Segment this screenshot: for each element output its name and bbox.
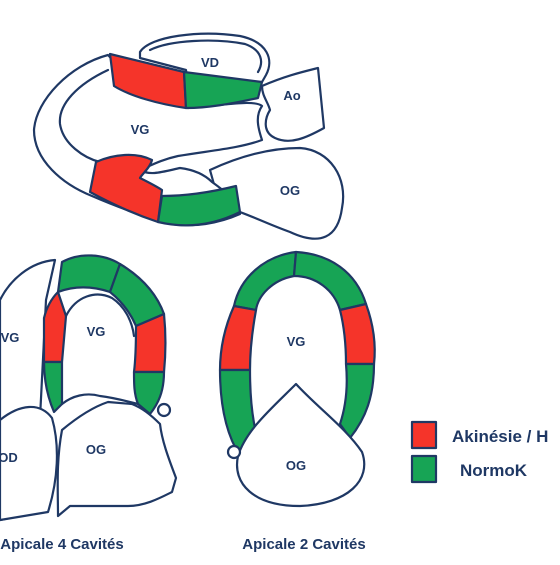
- label-ao: Ao: [283, 88, 300, 103]
- label-a4c-vg: VG: [87, 324, 106, 339]
- a4c-segment-septal-basal: [42, 360, 64, 414]
- legend-label-akinesia: Akinésie / H: [452, 427, 548, 446]
- label-og-top: OG: [280, 183, 300, 198]
- a2c-segment-inferior-mid: [218, 304, 258, 372]
- a4c-small-nub: [156, 402, 172, 418]
- a4c-segment-septal-apical: [56, 254, 122, 294]
- label-a2c-og: OG: [286, 458, 306, 473]
- a4c-ra-outline: [0, 405, 59, 522]
- label-a4c-vg-left: VG: [1, 330, 20, 345]
- label-vg-top: VG: [131, 122, 150, 137]
- rv-inner-line: [148, 39, 263, 74]
- label-a2c-vg: VG: [287, 334, 306, 349]
- a4c-valve-line: [60, 393, 140, 406]
- segment-inferolateral-basal: [156, 184, 242, 227]
- a4c-segment-septal-mid: [42, 290, 68, 364]
- apical-two-chamber-view: VG OG Apicale 2 Cavités: [218, 250, 376, 553]
- a2c-segment-apical-right: [292, 250, 368, 312]
- parasternal-long-axis-view: VD Ao VG OG: [32, 32, 345, 240]
- a4c-segment-lateral-basal: [132, 370, 166, 416]
- la-outline: [208, 146, 345, 240]
- legend-swatch-akinesia: [410, 420, 438, 450]
- aorta-outline: [260, 66, 326, 142]
- legend-swatch-normok: [410, 454, 438, 484]
- a2c-segment-anterior-basal: [338, 362, 376, 440]
- a2c-small-nub: [226, 444, 242, 460]
- a4c-la-outline: [56, 400, 178, 518]
- label-a4c-od: OD: [0, 450, 18, 465]
- a2c-segment-apical-left: [232, 250, 298, 312]
- a2c-segment-anterior-mid: [338, 302, 376, 366]
- a2c-la-outline: [235, 382, 366, 508]
- label-vd: VD: [201, 55, 219, 70]
- caption-a4c: Apicale 4 Cavités: [0, 536, 123, 553]
- legend-label-normok: NormoK: [460, 461, 528, 480]
- a4c-lv-inner: [64, 293, 136, 338]
- legend: Akinésie / H NormoK: [410, 420, 548, 484]
- segment-anteroseptal-mid: [182, 70, 264, 110]
- caption-a2c: Apicale 2 Cavités: [242, 536, 365, 553]
- lv-septum-line: [58, 68, 110, 164]
- apical-four-chamber-view: VG VG OD OG Apicale 4 Cavités: [0, 254, 178, 553]
- label-a4c-og: OG: [86, 442, 106, 457]
- segment-inferolateral-apical: [88, 153, 164, 224]
